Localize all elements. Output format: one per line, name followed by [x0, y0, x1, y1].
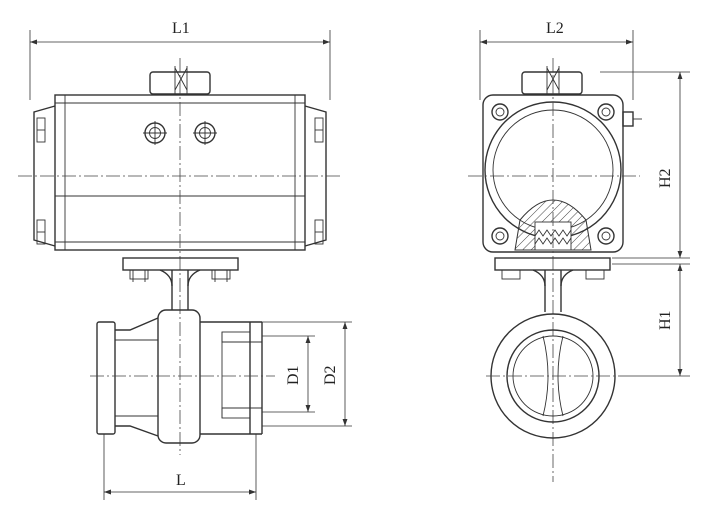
dimension-d1: D1 — [262, 335, 315, 413]
dimension-l: L — [103, 434, 257, 500]
side-top-indicator — [521, 66, 583, 95]
label-h2: H2 — [657, 168, 674, 188]
air-port-right — [193, 121, 217, 145]
dimension-h1: H1 — [612, 263, 690, 377]
label-l: L — [176, 472, 186, 489]
front-view: L1 — [18, 20, 352, 500]
valve-body-front — [96, 309, 263, 444]
label-d2: D2 — [322, 365, 339, 385]
label-l2: L2 — [546, 20, 564, 37]
dimension-d2: D2 — [262, 321, 352, 427]
air-port-left — [143, 121, 167, 145]
label-d1: D1 — [285, 365, 302, 385]
actuator-housing-side — [482, 94, 642, 253]
dimension-l1: L1 — [29, 20, 331, 100]
label-l1: L1 — [172, 20, 190, 37]
dimension-h2: H2 — [600, 71, 690, 259]
side-view: L2 — [468, 20, 690, 482]
mounting-bracket — [122, 257, 239, 310]
label-h1: H1 — [657, 310, 674, 330]
mounting-bracket-side — [494, 257, 611, 312]
dimension-l2: L2 — [479, 20, 634, 100]
